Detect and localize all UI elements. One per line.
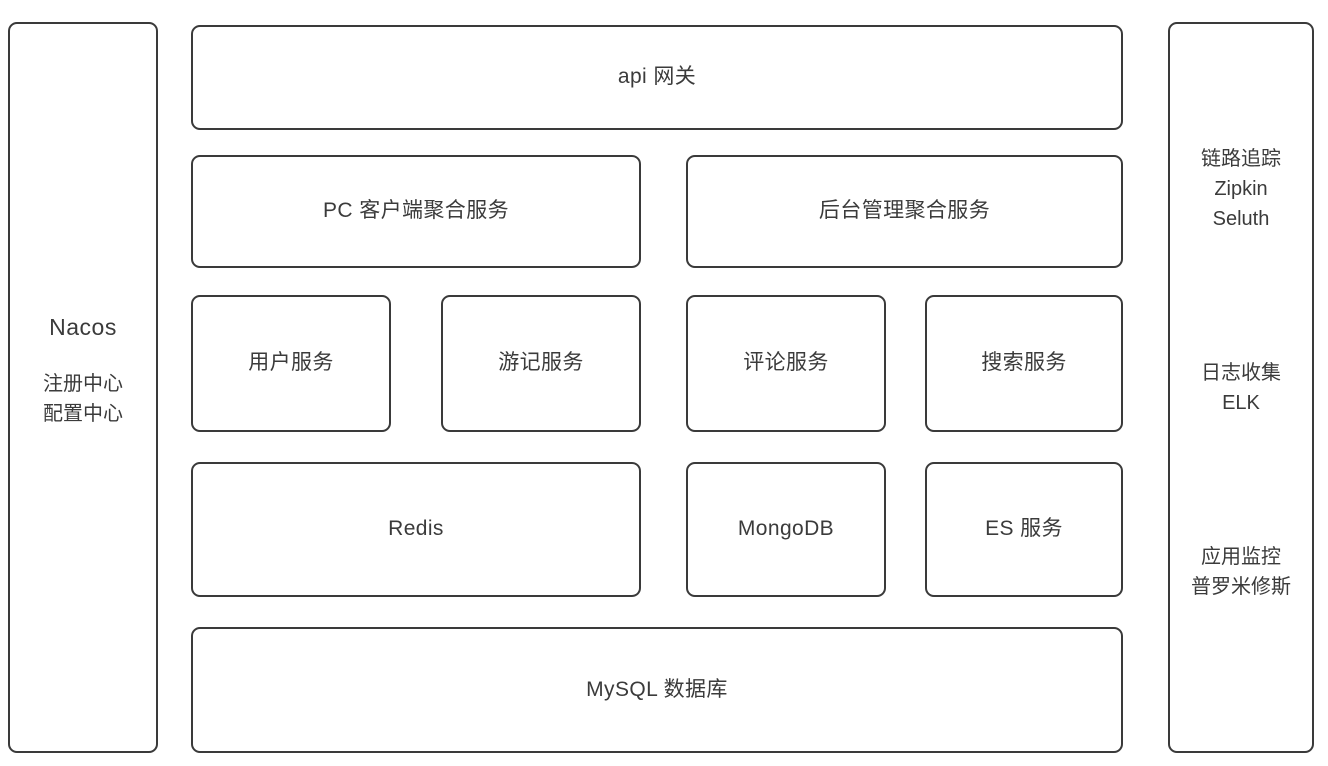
store-mongodb-box: MongoDB: [686, 462, 886, 597]
service-comment-box: 评论服务: [686, 295, 886, 432]
aggregation-admin-label: 后台管理聚合服务: [818, 199, 991, 223]
service-user-label: 用户服务: [248, 351, 334, 375]
observability-tracing-label: 链路追踪 Zipkin Seluth: [1201, 148, 1281, 230]
service-travel-note-label: 游记服务: [498, 351, 584, 375]
store-es-label: ES 服务: [985, 517, 1063, 541]
nacos-panel: Nacos 注册中心 配置中心: [8, 22, 158, 753]
service-comment-label: 评论服务: [743, 351, 829, 375]
aggregation-admin-box: 后台管理聚合服务: [686, 155, 1123, 268]
store-es-box: ES 服务: [925, 462, 1123, 597]
service-search-label: 搜索服务: [981, 351, 1067, 375]
observability-panel: 链路追踪 Zipkin Seluth 日志收集 ELK 应用监控 普罗米修斯: [1168, 22, 1314, 753]
store-redis-label: Redis: [388, 517, 444, 541]
service-travel-note-box: 游记服务: [441, 295, 641, 432]
database-mysql-label: MySQL 数据库: [586, 677, 728, 701]
store-redis-box: Redis: [191, 462, 641, 597]
store-mongodb-label: MongoDB: [737, 517, 835, 541]
observability-logging-label: 日志收集 ELK: [1201, 362, 1281, 414]
nacos-text-stack: Nacos 注册中心 配置中心: [43, 314, 123, 429]
aggregation-pc-client-box: PC 客户端聚合服务: [191, 155, 641, 268]
observability-monitoring-label: 应用监控 普罗米修斯: [1191, 546, 1291, 598]
nacos-roles: 注册中心 配置中心: [43, 373, 123, 425]
nacos-title: Nacos: [49, 314, 117, 340]
service-user-box: 用户服务: [191, 295, 391, 432]
service-search-box: 搜索服务: [925, 295, 1123, 432]
aggregation-pc-client-label: PC 客户端聚合服务: [322, 199, 509, 223]
api-gateway-label: api 网关: [617, 65, 697, 89]
api-gateway-box: api 网关: [191, 25, 1123, 130]
database-mysql-box: MySQL 数据库: [191, 627, 1123, 753]
